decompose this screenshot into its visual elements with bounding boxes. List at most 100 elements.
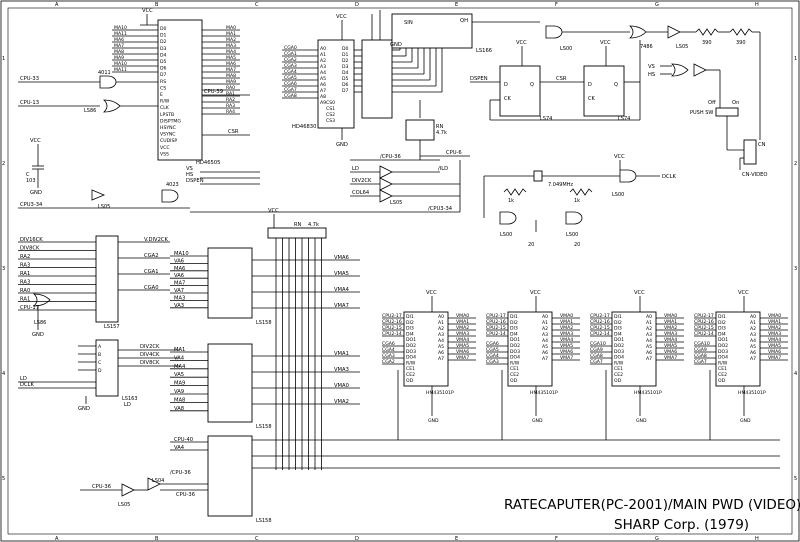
cpu3-34-bar-label: /CPU3-34 bbox=[428, 206, 453, 212]
nand-gate-4023 bbox=[161, 189, 179, 203]
ram-addr-label: VMA0 bbox=[664, 313, 677, 319]
ram-right-pin: A1 bbox=[542, 320, 548, 326]
left-cap-value: 103 bbox=[26, 178, 36, 184]
chargen-input-label: CGA0 bbox=[284, 45, 297, 51]
ls166-qh-label: QH bbox=[460, 18, 468, 24]
gate-4023-label: 4023 bbox=[166, 182, 179, 188]
crtc-right-pin-label: RA0 bbox=[226, 85, 235, 91]
ls157-input-label: RA3 bbox=[20, 263, 30, 269]
border-col-bottom: F bbox=[555, 536, 558, 542]
cnt-div2ck: DIV2CK bbox=[140, 344, 160, 350]
ram-addr-label: VMA4 bbox=[560, 337, 573, 343]
on-label: On bbox=[732, 100, 739, 106]
ram-left-pin: DO2 bbox=[718, 343, 728, 349]
ram-addr-label: VMA7 bbox=[664, 355, 677, 361]
ram-left-pin: CE1 bbox=[614, 366, 623, 372]
ls158-input-label: MA7 bbox=[174, 281, 185, 287]
ram-addr-label: VMA7 bbox=[560, 355, 573, 361]
flipflop-block: D CK Q D CK Q DSPEN CSR LS74 LS74 VCC VC… bbox=[470, 40, 641, 122]
ram-addr-label: VMA5 bbox=[664, 343, 677, 349]
ram-right-pin: A6 bbox=[750, 350, 756, 356]
crtc-left-pin-label: MA11 bbox=[114, 31, 127, 37]
chargen-input-label: CGA8 bbox=[284, 93, 297, 99]
ls157-output-label: CGA0 bbox=[144, 285, 159, 291]
ram-addr-label: VMA2 bbox=[664, 325, 677, 331]
border-col-bottom: A bbox=[55, 536, 59, 542]
crtc-right-pin-label: MA2 bbox=[226, 37, 236, 43]
osc-r1-label: 1k bbox=[508, 198, 514, 204]
xor-gate-ls86 bbox=[103, 99, 121, 113]
output-block: LS00 7486 LS05 390 390 VS HS Off On PUSH… bbox=[545, 25, 768, 178]
ram-right-pin: A5 bbox=[438, 344, 444, 350]
ls158-input-label: MA10 bbox=[174, 251, 189, 257]
ram-chip-body bbox=[611, 311, 657, 387]
r390-1-label: 390 bbox=[702, 40, 712, 46]
crtc-chip-body bbox=[157, 19, 203, 161]
ram-left-pin: DI4 bbox=[614, 331, 622, 337]
border-col-top: D bbox=[355, 2, 359, 8]
ram-left-pin: DI4 bbox=[718, 331, 726, 337]
inv-out-label: LS05 bbox=[676, 44, 688, 50]
ls158-output-label: VMA7 bbox=[334, 303, 349, 309]
inv-vs-hs bbox=[693, 63, 707, 77]
ram-chip-3: VCCCPU2-17CPU2-16CPU2-15CPU2-14CGA10CGA9… bbox=[590, 290, 684, 440]
mux-ls157-block: LS157 DIV16CKDIV8CKRA2RA3RA1RA3RA0RA1CPU… bbox=[18, 235, 170, 338]
chargen-input-label: CGA5 bbox=[284, 75, 297, 81]
crtc-right-pin-label: MA8 bbox=[226, 73, 236, 79]
ff1-q-pin: Q bbox=[530, 82, 534, 88]
ls157-input-label: RA1 bbox=[20, 271, 30, 277]
ram-right-pin: A2 bbox=[646, 326, 652, 332]
crtc-internal-pin: RS bbox=[160, 79, 166, 85]
ild-label: /ILD bbox=[438, 166, 448, 172]
ram-do-label: CGA4 bbox=[486, 353, 499, 359]
ram-right-pin: A7 bbox=[646, 356, 652, 362]
ram-right-pin: A3 bbox=[750, 332, 756, 338]
crtc-right-pin-label: RA1 bbox=[226, 91, 235, 97]
chargen-pin: A5 bbox=[320, 76, 326, 82]
xor-mux-label: LS86 bbox=[34, 320, 46, 326]
gate-4011-label: 4011 bbox=[98, 70, 111, 76]
ram-left-pin: OD bbox=[614, 378, 622, 384]
ram-do-label: CGA3 bbox=[382, 353, 395, 359]
ram-right-pin: A4 bbox=[750, 338, 756, 344]
ls158-input-label: MA3 bbox=[174, 295, 185, 301]
ls157-chip-name: LS157 bbox=[104, 324, 120, 330]
ls158-input-label: VA5 bbox=[174, 372, 184, 378]
crtc-right-pin-label: MA4 bbox=[226, 49, 236, 55]
ram-addr-label: VMA1 bbox=[560, 319, 573, 325]
cpu13-label: CPU-13 bbox=[20, 100, 39, 106]
crtc-right-pin-label: RA2 bbox=[226, 97, 235, 103]
ls157-input-label: CPU-17 bbox=[20, 305, 39, 311]
osc-c1-label: 20 bbox=[528, 242, 534, 248]
ram-di-label: CPU2-16 bbox=[694, 319, 714, 325]
ram-gnd-label: GND bbox=[428, 418, 439, 424]
ram-do-label: CGA5 bbox=[486, 347, 499, 353]
ff-csr-label: CSR bbox=[556, 76, 567, 82]
ram-right-pin: A1 bbox=[750, 320, 756, 326]
vs-label: VS bbox=[186, 166, 193, 172]
ram-left-pin: DO1 bbox=[718, 337, 728, 343]
ram-left-pin: DO2 bbox=[406, 343, 416, 349]
title-line-1: RATECAPUTER(PC-2001)/MAIN PWD (VIDEO) bbox=[504, 497, 800, 513]
ram-right-pin: A0 bbox=[438, 314, 444, 320]
nand-ls00-top bbox=[545, 25, 563, 39]
dclk-nand bbox=[619, 169, 637, 183]
ram-left-pin: DI2 bbox=[614, 320, 622, 326]
ram-left-pin: DO1 bbox=[510, 337, 520, 343]
ram-left-pin: CE1 bbox=[406, 366, 415, 372]
border-row-right: 3 bbox=[794, 266, 797, 272]
ls158-input-label: VA8 bbox=[174, 406, 184, 412]
osc-nand-2 bbox=[565, 211, 583, 225]
chargen-pin: A3 bbox=[320, 64, 326, 70]
ram-right-pin: A4 bbox=[542, 338, 548, 344]
crtc-left-pin-label: MA10 bbox=[114, 61, 127, 67]
border-col-top: E bbox=[455, 2, 458, 8]
ram-di-label: CPU2-14 bbox=[590, 331, 610, 337]
chargen-pin: A6 bbox=[320, 82, 326, 88]
chargen-out-pin: D7 bbox=[342, 88, 349, 94]
bottom-inv-1 bbox=[121, 483, 135, 497]
ram-do-label: CGA6 bbox=[382, 341, 395, 347]
